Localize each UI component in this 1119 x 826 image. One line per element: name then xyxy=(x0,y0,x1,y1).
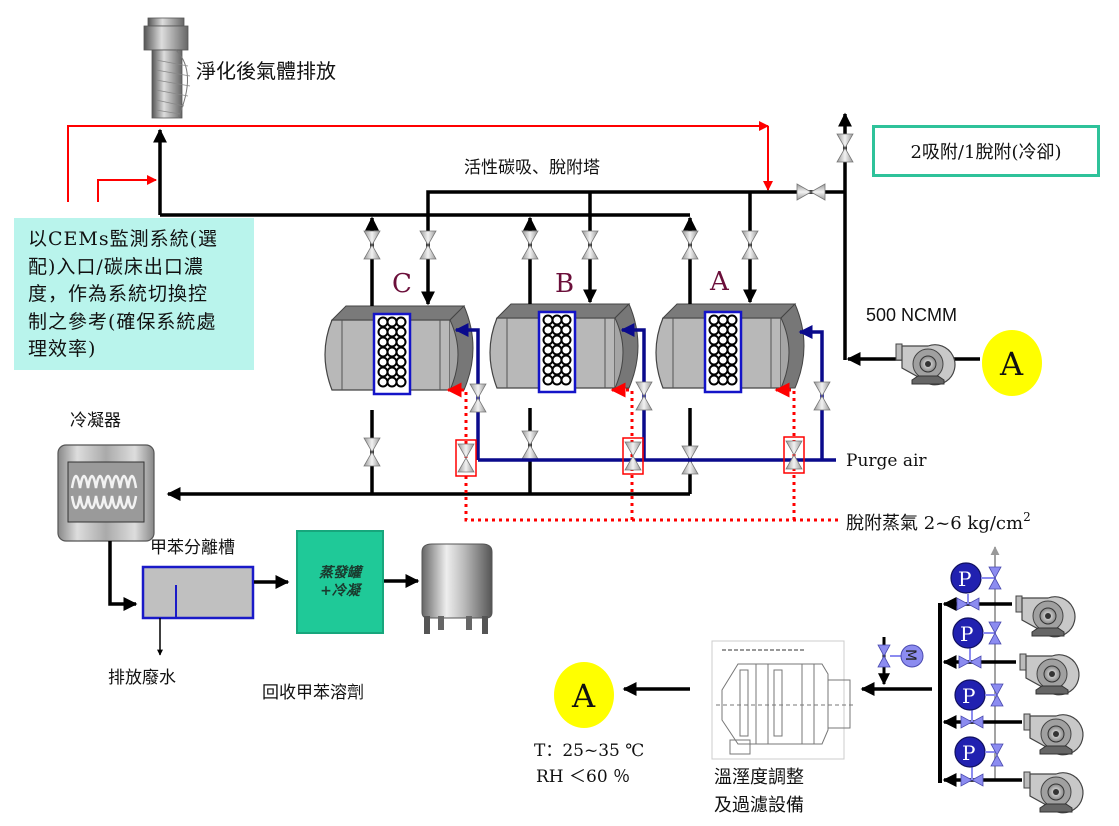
tower-c xyxy=(323,304,475,396)
tower-a-inlet-valve[interactable] xyxy=(741,230,759,260)
pump-3-label: P xyxy=(962,684,975,708)
inlet-main-valve[interactable] xyxy=(796,183,826,201)
outlet-header-pipe xyxy=(153,128,690,217)
evaporator-label-line1: 蒸發罐 xyxy=(319,565,361,581)
connector-a-inlet-label: A xyxy=(999,345,1024,383)
solvent-storage-tank-icon xyxy=(421,543,493,634)
make-up-air-valve[interactable] xyxy=(877,644,891,668)
evaporator-condenser-box: 蒸發罐 +冷凝 xyxy=(296,530,384,634)
pump-row-3: P xyxy=(942,679,1084,756)
conditioning-unit-icon xyxy=(711,640,854,760)
bypass-valve[interactable] xyxy=(836,133,854,163)
pump-row-4: P xyxy=(942,736,1084,814)
cems-signal-lines xyxy=(67,121,773,202)
tower-b xyxy=(488,302,640,394)
operation-mode-box: 2吸附/1脫附(冷卻) xyxy=(872,125,1100,177)
tower-c-label: C xyxy=(392,269,412,299)
purge-air-label: Purge air xyxy=(846,451,927,471)
tower-b-label: B xyxy=(555,269,574,299)
tower-c-purge-valve[interactable] xyxy=(469,383,487,413)
tower-c-outlet-valve[interactable] xyxy=(363,230,381,260)
tower-a-outlet-valve[interactable] xyxy=(681,230,699,260)
motor-label: M xyxy=(902,649,918,661)
pump-4-label: P xyxy=(962,741,975,765)
tower-a-label: A xyxy=(709,267,730,297)
condenser-outlet-pipe xyxy=(108,541,138,611)
cems-note: 以CEMs監測系統(選 配)入口/碳床出口濃 度，作為系統切換控 制之參考(確保… xyxy=(14,218,254,370)
blower-2-icon xyxy=(1019,653,1080,696)
exhaust-stack-icon xyxy=(143,17,191,119)
recovered-solvent-label: 回收甲苯溶劑 xyxy=(262,683,364,703)
conditioning-label-line2: 及過濾設備 xyxy=(714,795,804,816)
pump-2-label: P xyxy=(960,622,973,646)
cems-note-line: 制之參考(確保系統處 xyxy=(28,310,217,333)
tower-c-steam-valve[interactable] xyxy=(457,443,475,473)
evaporator-label-line2: +冷凝 xyxy=(320,583,360,599)
cems-note-line: 配)入口/碳床出口濃 xyxy=(28,255,204,278)
connector-a-outlet xyxy=(554,662,614,728)
temperature-spec: T：25~35 ℃ xyxy=(534,741,644,761)
tower-c-inlet-valve[interactable] xyxy=(419,230,437,260)
tower-c-drain-valve[interactable] xyxy=(363,437,381,467)
condenser-icon xyxy=(57,444,155,542)
blower-1-icon xyxy=(1015,595,1076,638)
cems-note-line: 度，作為系統切換控 xyxy=(28,283,209,305)
tower-a-purge-valve[interactable] xyxy=(813,381,831,411)
pump-row-1: P xyxy=(942,562,1076,638)
conditioning-label-line1: 溫溼度調整 xyxy=(714,767,804,788)
blower-3-icon xyxy=(1023,713,1084,756)
tower-a xyxy=(654,302,806,394)
waste-water-label: 排放廢水 xyxy=(108,668,176,688)
tower-b-steam-valve[interactable] xyxy=(624,441,642,471)
pump-row-2: P xyxy=(942,617,1080,696)
tower-b-purge-valve[interactable] xyxy=(635,381,653,411)
tower-group-title: 活性碳吸、脫附塔 xyxy=(464,158,600,178)
connector-a-inlet xyxy=(982,330,1042,396)
tower-b-outlet-valve[interactable] xyxy=(521,230,539,260)
cems-note-line: 以CEMs監測系統(選 xyxy=(28,228,219,250)
steam-label: 脫附蒸氣 2~6 kg/cm2 xyxy=(846,510,1031,534)
steam-label-text: 脫附蒸氣 2~6 kg/cm xyxy=(846,513,1023,534)
tower-b-drain-valve[interactable] xyxy=(521,430,539,460)
motor-actuator-icon xyxy=(900,644,924,668)
blower-4-icon xyxy=(1023,771,1084,814)
condensate-header-pipe xyxy=(166,408,692,501)
connector-a-outlet-label: A xyxy=(571,677,596,715)
separator-tank xyxy=(141,565,255,620)
cems-note-line: 理效率) xyxy=(28,338,97,360)
inlet-blower-icon xyxy=(895,343,956,386)
separator-label: 甲苯分離槽 xyxy=(150,538,235,558)
steam-valves xyxy=(455,436,805,477)
steam-label-superscript: 2 xyxy=(1023,510,1031,524)
flow-rate-label: 500 NCMM xyxy=(866,305,957,325)
stack-label: 淨化後氣體排放 xyxy=(196,59,336,83)
pump-4-vent-valve[interactable] xyxy=(990,743,1004,767)
pump-1-label: P xyxy=(958,567,971,591)
tower-a-steam-valve[interactable] xyxy=(785,440,803,470)
tower-b-inlet-valve[interactable] xyxy=(581,230,599,260)
condenser-label: 冷凝器 xyxy=(70,411,121,431)
operation-mode-label: 2吸附/1脫附(冷卻) xyxy=(910,142,1062,163)
humidity-spec: RH ＜60 ％ xyxy=(536,767,630,787)
purge-air-pipes xyxy=(454,323,836,462)
